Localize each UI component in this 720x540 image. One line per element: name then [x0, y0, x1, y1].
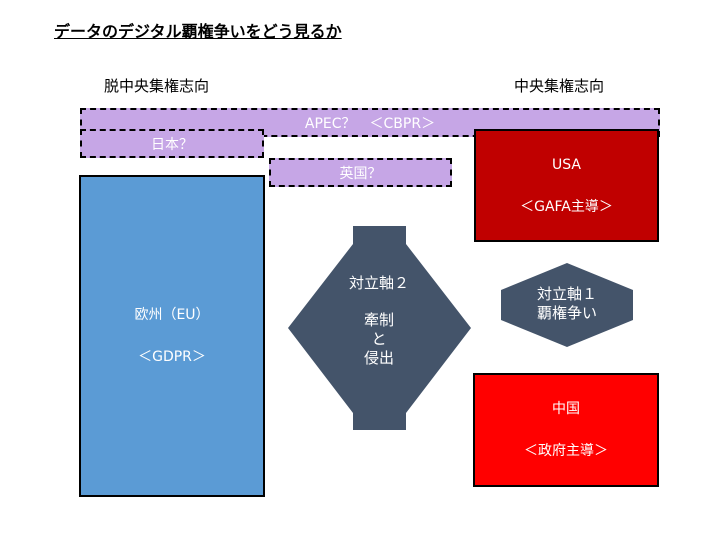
axis2-line2: 牽制 — [363, 311, 394, 329]
china-sub: ＜政府主導＞ — [524, 443, 608, 459]
axis1-text: 対立軸１ 覇権争い — [517, 285, 617, 323]
apec-label: APEC？ ＜CBPR＞ — [304, 115, 436, 132]
eu-block: 欧州（EU） ＜GDPR＞ — [79, 175, 265, 497]
uk-band: 英国？ — [269, 158, 452, 187]
usa-sub: ＜GAFA主導＞ — [520, 198, 613, 215]
axis1-line2: 覇権争い — [536, 304, 597, 322]
eu-sub: ＜GDPR＞ — [138, 349, 206, 365]
japan-band: 日本？ — [80, 129, 264, 158]
eu-name: 欧州（EU） — [134, 307, 210, 323]
centralized-label: 中央集権志向 — [514, 77, 605, 95]
decentralized-label: 脱中央集権志向 — [104, 77, 210, 95]
axis2-line4: 侵出 — [363, 349, 394, 367]
usa-block: USA ＜GAFA主導＞ — [474, 129, 659, 242]
uk-label: 英国？ — [339, 165, 382, 182]
axis2-arrow-shape — [288, 226, 471, 430]
japan-label: 日本？ — [151, 136, 193, 153]
china-name: 中国 — [552, 401, 580, 417]
axis1-arrow-shape — [501, 263, 633, 347]
axis2-text: 対立軸２ 牽制 と 侵出 — [329, 274, 429, 368]
axis2-title: 対立軸２ — [348, 274, 409, 292]
usa-name: USA — [552, 156, 581, 173]
axis2-line3: と — [371, 330, 387, 348]
page-title: データのデジタル覇権争いをどう見るか — [54, 22, 342, 41]
china-block: 中国 ＜政府主導＞ — [473, 373, 659, 487]
axis1-title: 対立軸１ — [536, 285, 597, 303]
